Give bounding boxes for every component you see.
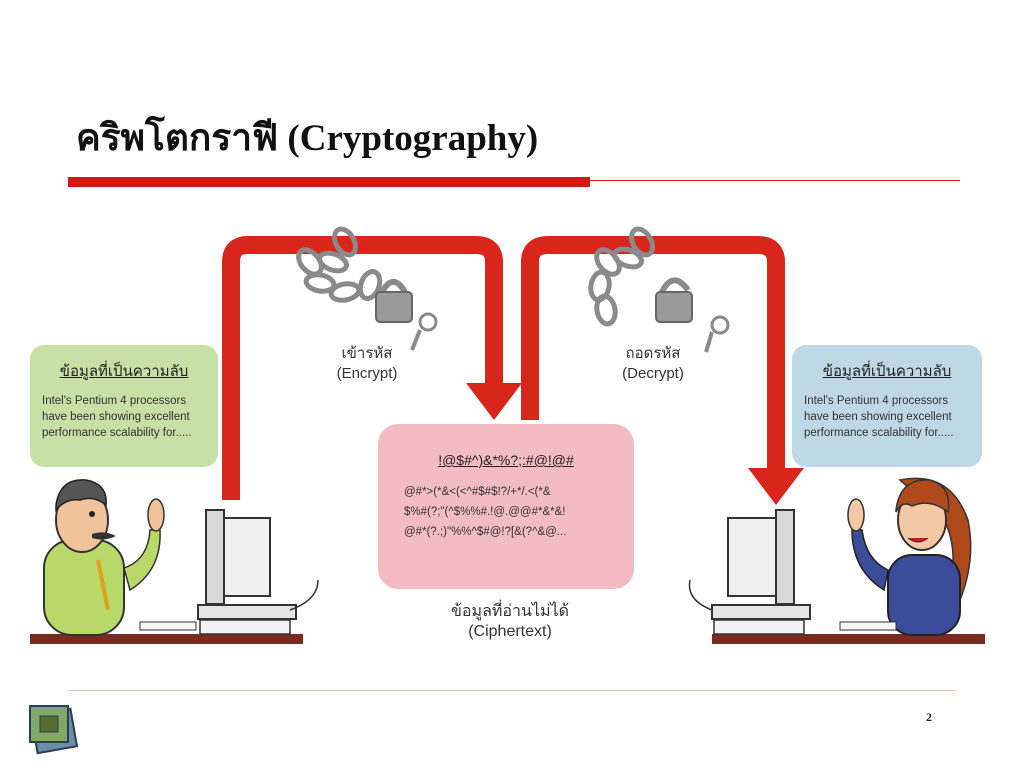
- plaintext-line: have been showing excellent: [804, 411, 952, 423]
- decrypt-label-en: (Decrypt): [622, 365, 684, 382]
- plaintext-line: performance scalability for.....: [804, 427, 954, 439]
- plaintext-line: have been showing excellent: [42, 411, 190, 423]
- decrypt-label-thai: ถอดรหัส: [625, 345, 681, 362]
- title-underline-thin: [590, 180, 960, 181]
- ciphertext-heading: !@$#^)&*%?;:#@!@#: [438, 452, 574, 468]
- slide-title: คริพโตกราฟี (Cryptography): [76, 118, 539, 159]
- ciphertext-line: @#*>(*&<(<^#$#$!?/+*/.<(*&: [404, 486, 551, 498]
- decrypt-label: ถอดรหัส (Decrypt): [598, 344, 708, 384]
- plaintext-line: performance scalability for.....: [42, 427, 192, 439]
- encrypt-arrow: [222, 236, 522, 500]
- plaintext-box-receiver: ข้อมูลที่เป็นความลับ Intel's Pentium 4 p…: [792, 345, 982, 467]
- title-underline-thick: [68, 177, 590, 187]
- encrypt-label: เข้ารหัส (Encrypt): [312, 344, 422, 384]
- plaintext-heading: ข้อมูลที่เป็นความลับ: [59, 363, 189, 380]
- receiver-person-illustration: [688, 477, 985, 644]
- ciphertext-caption-thai: ข้อมูลที่อ่านไม่ได้: [450, 603, 569, 620]
- sender-person-illustration: [30, 479, 319, 644]
- ciphertext-box: !@$#^)&*%?;:#@!@# @#*>(*&<(<^#$#$!?/+*/.…: [378, 424, 634, 589]
- chip-logo-icon: [29, 705, 79, 755]
- ciphertext-caption-en: (Ciphertext): [468, 623, 552, 640]
- ciphertext-caption: ข้อมูลที่อ่านไม่ได้ (Ciphertext): [420, 602, 600, 642]
- plaintext-line: Intel's Pentium 4 processors: [42, 395, 187, 407]
- plaintext-box-sender: ข้อมูลที่เป็นความลับ Intel's Pentium 4 p…: [30, 345, 218, 467]
- chain-lock-icon: [296, 226, 438, 351]
- encrypt-label-thai: เข้ารหัส: [341, 345, 393, 362]
- footer-divider: [68, 690, 956, 691]
- plaintext-heading: ข้อมูลที่เป็นความลับ: [822, 363, 952, 380]
- ciphertext-line: @#*(?.;)"%%^$#@!?[&(?^&@...: [404, 526, 567, 538]
- plaintext-line: Intel's Pentium 4 processors: [804, 395, 949, 407]
- ciphertext-line: $%#(?;"(^$%%#.!@.@@#*&*&!: [404, 506, 566, 518]
- chain-lock-icon: [588, 226, 730, 353]
- page-number: 2: [926, 710, 932, 724]
- encrypt-label-en: (Encrypt): [336, 365, 398, 382]
